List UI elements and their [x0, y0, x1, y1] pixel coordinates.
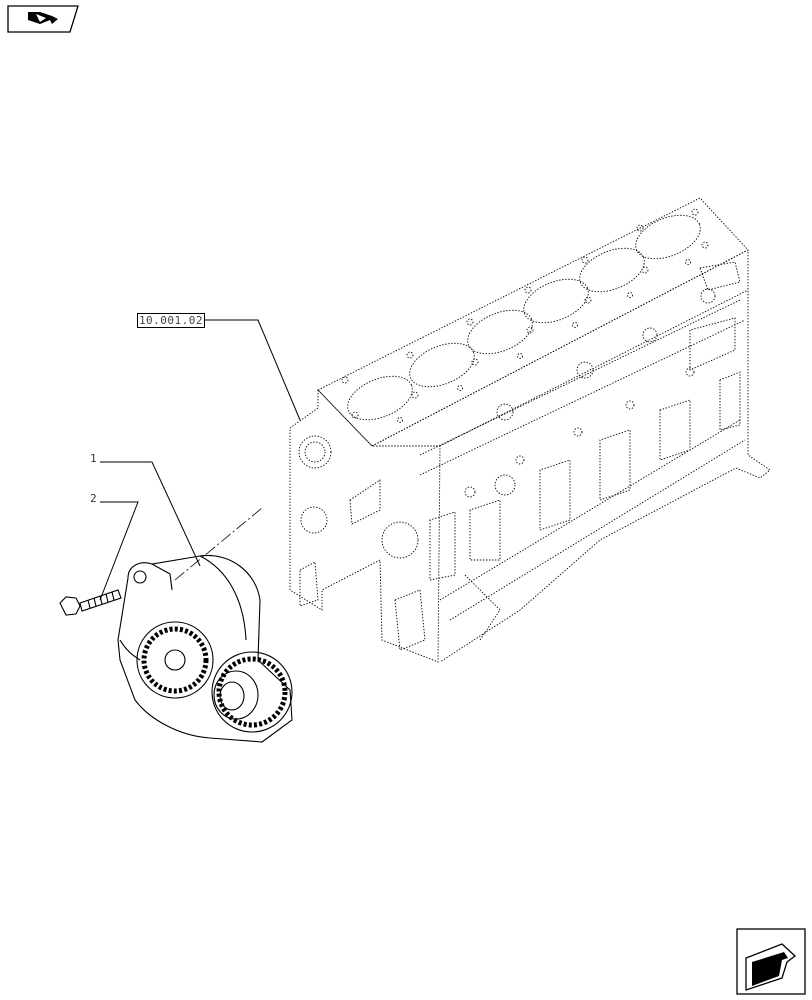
previous-page-button[interactable]: [8, 4, 80, 34]
callout-label-1: 1: [90, 452, 97, 465]
callout-label-2: 2: [90, 492, 97, 505]
engine-block-drawing: [289, 197, 771, 663]
next-page-button[interactable]: [736, 928, 806, 994]
nav-top-shape: [7, 5, 79, 33]
oil-pump-drawing: [117, 554, 293, 743]
reference-link-10-001-02[interactable]: 10.001.02: [137, 313, 205, 328]
leader-lines: [99, 319, 301, 601]
bolt-drawing: [59, 589, 122, 616]
reference-label: 10.001.02: [138, 314, 204, 327]
nav-bottom-shape: [736, 928, 806, 995]
